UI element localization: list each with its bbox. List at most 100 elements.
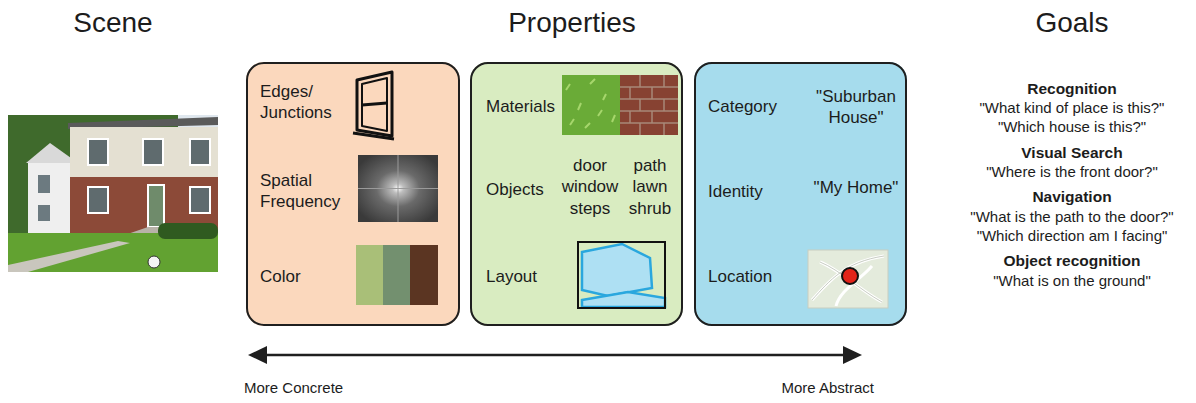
photo-window — [88, 187, 108, 213]
color-swatch — [410, 245, 438, 305]
map-icon — [808, 250, 888, 308]
photo-path — [8, 241, 130, 272]
text-slot: Properties — [452, 5, 692, 40]
text-slot: path lawn shrub — [618, 155, 682, 219]
text-slot: Layout — [486, 266, 566, 287]
window-sash — [362, 103, 387, 105]
goal-question: "Where is the front door?" — [952, 163, 1192, 182]
window-sill — [353, 133, 394, 139]
text-slot: "Suburban House" — [808, 86, 904, 129]
text-slot: Category — [708, 96, 798, 117]
column-heading: Properties — [452, 5, 692, 40]
photo-trees — [8, 115, 218, 272]
axis-line — [262, 354, 848, 357]
text-slot: Location — [708, 266, 798, 287]
color-swatches — [356, 245, 438, 305]
axis-head — [248, 346, 267, 364]
text-slot: Visual Search — [952, 143, 1192, 162]
text-slot: Scene — [33, 5, 193, 40]
text-slot: Objects — [486, 179, 556, 200]
text-slot: Recognition — [952, 79, 1192, 98]
property-box: Category "Suburban House" Identity "My Home… — [694, 62, 907, 326]
photo-window — [88, 139, 108, 165]
layout-frame — [578, 242, 665, 308]
text-slot: More Concrete — [244, 379, 384, 398]
box-fill — [470, 62, 683, 326]
text-slot: Identity — [708, 181, 798, 202]
spectrum-icon — [358, 155, 438, 222]
property-value: "My Home" — [808, 177, 904, 198]
window-icon — [353, 72, 394, 139]
goal-title: Recognition — [952, 79, 1192, 98]
property-name: Materials — [486, 96, 566, 117]
photo-window — [190, 187, 210, 213]
goal-question: "Which house is this?" — [952, 118, 1192, 137]
text-slot: "My Home" — [808, 177, 904, 198]
object-list: path lawn shrub — [618, 155, 682, 219]
color-swatch — [383, 245, 410, 305]
goal-title: Navigation — [952, 187, 1192, 206]
text-slot: "Where is the front door?" — [952, 163, 1192, 182]
spectrum-axis — [398, 155, 399, 222]
map-ground — [808, 250, 888, 308]
text-slot: Spatial Frequency — [260, 170, 355, 213]
spectrum-image — [358, 155, 438, 222]
color-swatch — [356, 245, 383, 305]
property-name: Category — [708, 96, 798, 117]
photo-side-window — [38, 205, 50, 221]
column-heading: Goals — [992, 5, 1152, 40]
goal-title: Visual Search — [952, 143, 1192, 162]
goal-question: "What is on the ground" — [952, 272, 1192, 291]
photo-shrub — [158, 223, 218, 239]
property-value: "Suburban House" — [808, 86, 904, 129]
photo-siding — [70, 127, 218, 179]
text-slot: More Abstract — [734, 379, 874, 398]
text-slot: "What kind of place is this?" — [952, 99, 1192, 118]
property-name: Layout — [486, 266, 566, 287]
property-box: MaterialsObjectsdoor window stepspath la… — [470, 62, 683, 326]
goal-question: "What is the path to the door?" — [952, 208, 1192, 227]
property-name: Objects — [486, 179, 556, 200]
axis-label: More Concrete — [244, 379, 384, 398]
box-fill — [694, 62, 907, 326]
property-name: Location — [708, 266, 798, 287]
photo-ball — [148, 256, 160, 268]
window-inner — [362, 78, 387, 131]
axis-arrow — [248, 346, 862, 364]
column-heading: Scene — [33, 5, 193, 40]
goal-question: "Which direction am I facing" — [952, 227, 1192, 246]
text-slot: Edges/ Junctions — [260, 81, 355, 124]
text-slot: Color — [260, 266, 340, 287]
box-fill — [246, 62, 460, 326]
brick-texture — [620, 75, 678, 135]
photo-side-window — [38, 175, 50, 193]
property-name: Identity — [708, 181, 798, 202]
text-slot: Object recognition — [952, 251, 1192, 270]
layout-house — [582, 244, 652, 296]
grass-texture — [562, 75, 620, 135]
axis-head — [843, 346, 862, 364]
photo-window — [143, 139, 163, 165]
goal-question: "What kind of place is this?" — [952, 99, 1192, 118]
property-name: Spatial Frequency — [260, 170, 355, 213]
layout-icon — [578, 242, 665, 308]
text-slot: Materials — [486, 96, 566, 117]
scene-photo — [8, 115, 218, 272]
property-name: Color — [260, 266, 340, 287]
grass-patch — [562, 75, 620, 135]
text-slot: Goals — [992, 5, 1152, 40]
property-box: Edges/ JunctionsSpatial FrequencyColor — [246, 62, 460, 326]
map-marker — [842, 268, 858, 284]
map-roads — [812, 256, 884, 306]
text-slot: Navigation — [952, 187, 1192, 206]
photo-window — [190, 139, 210, 165]
window-frame — [357, 72, 392, 136]
text-slot: "What is the path to the door?" — [952, 208, 1192, 227]
axis-label: More Abstract — [734, 379, 874, 398]
text-slot: door window steps — [558, 155, 622, 219]
object-list: door window steps — [558, 155, 622, 219]
layout-ground — [582, 292, 665, 307]
map-roads — [812, 256, 884, 302]
text-slot: "Which direction am I facing" — [952, 227, 1192, 246]
